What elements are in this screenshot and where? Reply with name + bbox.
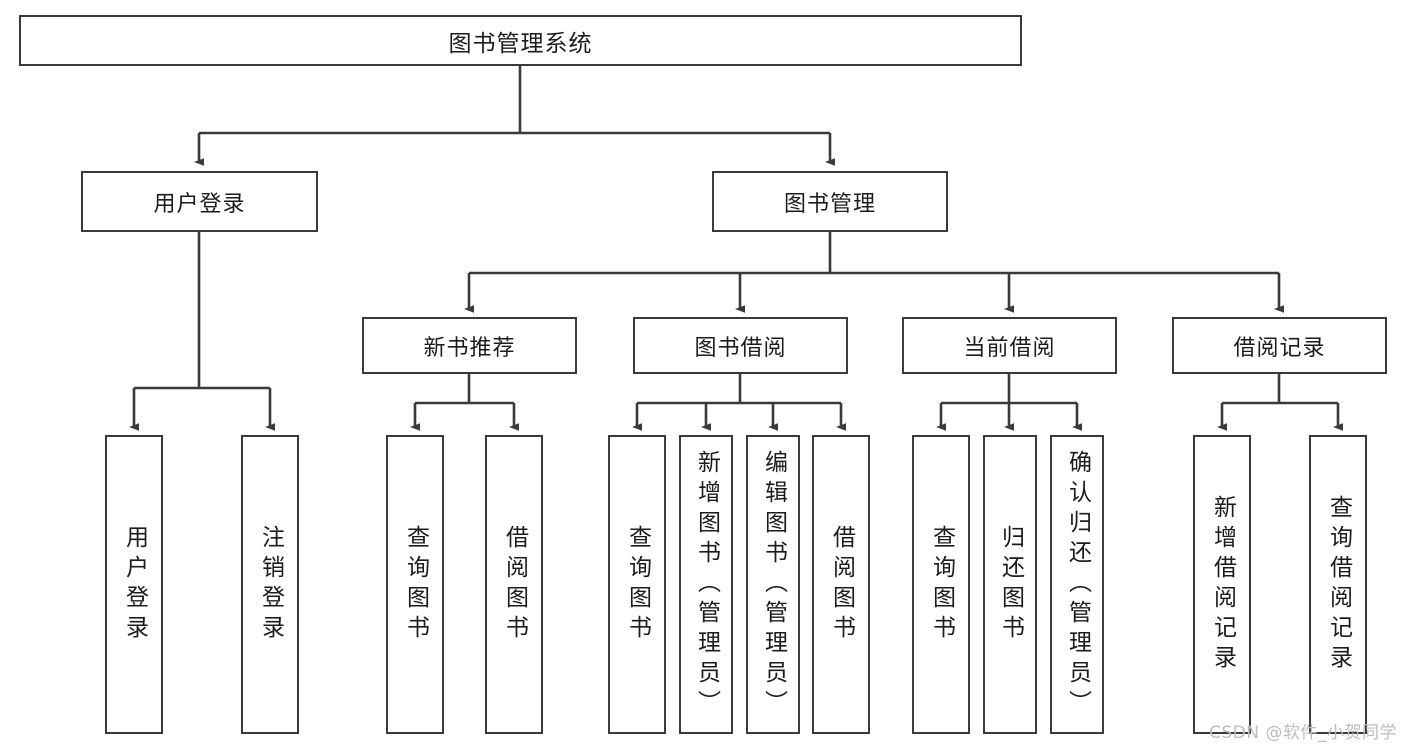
node-label: 图书管理系统 bbox=[448, 30, 593, 57]
leaf-record-add-record[interactable]: 新增借阅记录 bbox=[1193, 435, 1251, 734]
leaf-current-query-book[interactable]: 查询图书 bbox=[912, 435, 970, 734]
node-label: 图书管理 bbox=[783, 191, 876, 217]
leaf-recommend-query-book[interactable]: 查询图书 bbox=[386, 435, 444, 734]
node-current-borrow[interactable]: 当前借阅 bbox=[902, 317, 1117, 374]
leaf-recommend-borrow-book[interactable]: 借阅图书 bbox=[485, 435, 543, 734]
node-label: 查询图书 bbox=[624, 524, 651, 645]
node-label: 确认归还（管理员） bbox=[1064, 449, 1091, 720]
node-book-management[interactable]: 图书管理 bbox=[712, 171, 948, 232]
node-label: 查询图书 bbox=[402, 524, 429, 645]
node-new-book-recommend[interactable]: 新书推荐 bbox=[362, 317, 577, 374]
node-book-borrow[interactable]: 图书借阅 bbox=[633, 317, 848, 374]
node-label: 借阅记录 bbox=[1233, 335, 1326, 361]
node-label: 新书推荐 bbox=[423, 335, 516, 361]
leaf-borrow-borrow-book[interactable]: 借阅图书 bbox=[812, 435, 870, 734]
node-borrow-record[interactable]: 借阅记录 bbox=[1172, 317, 1387, 374]
leaf-borrow-edit-book-admin[interactable]: 编辑图书（管理员） bbox=[746, 435, 800, 734]
leaf-current-confirm-return-admin[interactable]: 确认归还（管理员） bbox=[1050, 435, 1104, 734]
node-label: 当前借阅 bbox=[963, 335, 1056, 361]
node-label: 用户登录 bbox=[121, 524, 148, 645]
leaf-borrow-add-book-admin[interactable]: 新增图书（管理员） bbox=[679, 435, 733, 734]
node-label: 借阅图书 bbox=[501, 524, 528, 645]
leaf-user-login-signin[interactable]: 用户登录 bbox=[105, 435, 163, 734]
node-label: 编辑图书（管理员） bbox=[760, 449, 787, 720]
leaf-current-return-book[interactable]: 归还图书 bbox=[983, 435, 1037, 734]
node-label: 用户登录 bbox=[153, 191, 246, 217]
node-label: 借阅图书 bbox=[828, 524, 855, 645]
node-label: 注销登录 bbox=[257, 524, 284, 645]
leaf-record-query-record[interactable]: 查询借阅记录 bbox=[1309, 435, 1367, 734]
leaf-user-login-signout[interactable]: 注销登录 bbox=[241, 435, 299, 734]
node-root-system[interactable]: 图书管理系统 bbox=[19, 15, 1022, 66]
node-user-login[interactable]: 用户登录 bbox=[81, 171, 318, 232]
node-label: 查询借阅记录 bbox=[1325, 494, 1352, 675]
csdn-watermark: CSDN @软件_小贺同学 bbox=[1209, 723, 1397, 743]
node-label: 新增图书（管理员） bbox=[693, 449, 720, 720]
node-label: 新增借阅记录 bbox=[1209, 494, 1236, 675]
node-label: 归还图书 bbox=[997, 524, 1024, 645]
leaf-borrow-query-book[interactable]: 查询图书 bbox=[608, 435, 666, 734]
node-label: 查询图书 bbox=[928, 524, 955, 645]
node-label: 图书借阅 bbox=[694, 335, 787, 361]
